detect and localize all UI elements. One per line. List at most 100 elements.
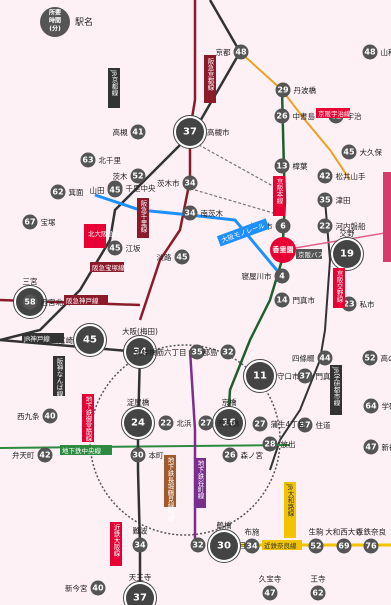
station-time: 69 [338,542,350,551]
svg-text:京阪本線: 京阪本線 [275,177,283,205]
station-time: 62 [52,188,63,197]
svg-text:北大阪急行: 北大阪急行 [88,229,121,238]
station-19[interactable]: 47新祝園 [363,439,391,455]
station-node [176,118,204,146]
station-time: 16 [222,418,236,429]
station-time: 30 [217,541,231,552]
station-node [132,537,148,553]
station-name: 弁天町 [12,450,35,460]
svg-text:大阪モノレール: 大阪モノレール [220,220,266,244]
line-tag-hanshin: 阪神なんば線 [53,356,65,397]
station-node [336,538,352,554]
station-node [90,580,106,596]
station-time: 47 [365,443,376,452]
station-name: 京橋 [222,397,237,407]
station-node [233,44,249,60]
station-node [252,416,268,432]
line-tag-hankyu-kyoto: 阪急京都線 [204,55,216,103]
station-17[interactable]: 52高の原 [362,350,391,366]
station-time: 22 [319,222,330,231]
station-18[interactable]: 64学研奈良登美ヶ丘 [363,398,391,414]
line-jr-kyoto [0,0,242,342]
station-node [220,344,236,360]
station-node [107,182,123,198]
station-name: 三宮 [23,276,38,286]
origin-station[interactable]: 香里園 [270,237,296,263]
station-name: 津田 [336,196,351,205]
station-node [22,214,38,230]
station-node [333,240,361,268]
line-tag-kintetsu-osaka: 近鉄大阪線 [110,522,122,566]
station-time: 13 [276,162,287,171]
station-name: 箕面 [69,187,84,197]
line-tag-jr-kobe: JR神戸線 [22,333,64,343]
station-27[interactable]: 62 箕面 [50,184,84,200]
station-name: 高槻市 [207,127,230,137]
station-name: 天神橋筋六丁目 [134,347,187,357]
station-node [341,296,357,312]
line-tag-jr-yamatoji: JR大和路線 [284,482,296,538]
station-name: 天王寺 [129,573,152,582]
station-node [317,350,333,366]
line-tag-monorail: 大阪モノレール [216,218,270,247]
station-name: 本町 [149,450,164,460]
station-node [22,294,38,310]
station-name: 門真南 [316,371,339,381]
station-name: 松井山手 [336,171,366,181]
station-2[interactable]: 48山科 [362,44,391,60]
station-time: 34 [246,542,258,551]
station-time: 23 [343,300,354,309]
station-39[interactable]: 16 京橋 [212,397,246,440]
